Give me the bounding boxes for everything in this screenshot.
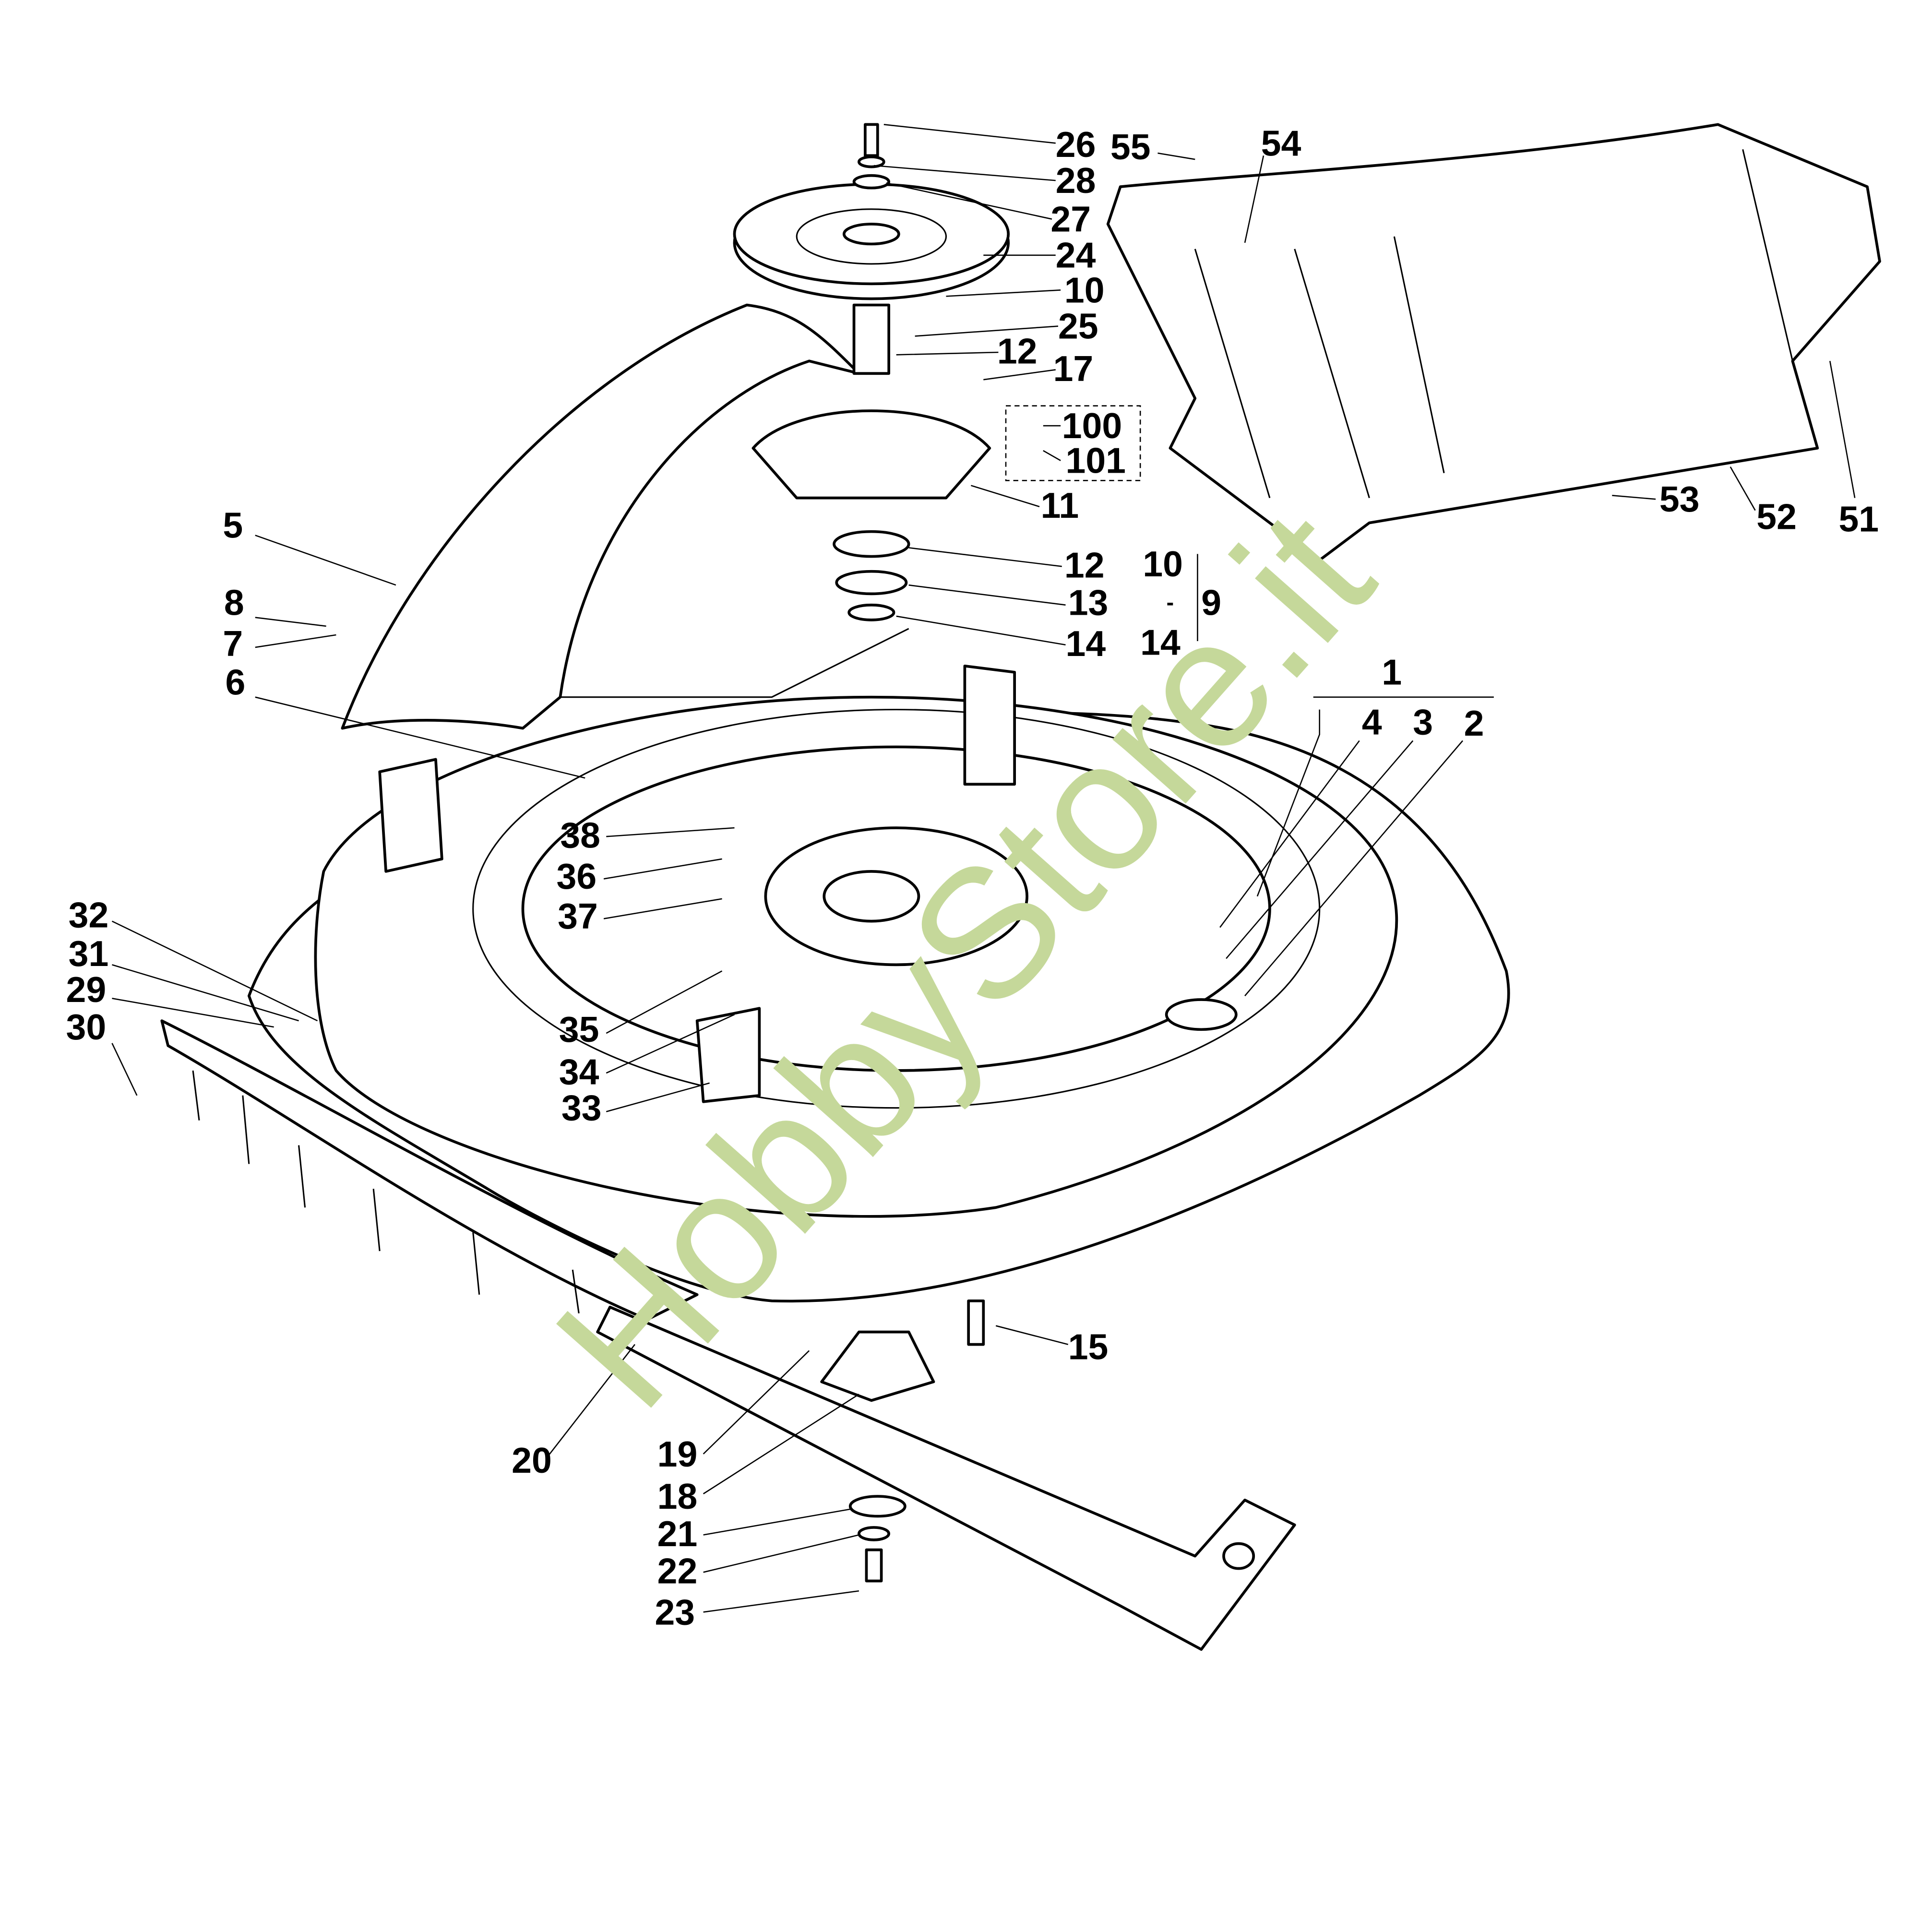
label-7: 7 bbox=[223, 623, 243, 664]
label-13: 13 bbox=[1068, 582, 1109, 622]
label-5: 5 bbox=[223, 505, 243, 546]
label-24: 24 bbox=[1056, 235, 1096, 275]
label-18: 18 bbox=[657, 1476, 698, 1516]
label-54: 54 bbox=[1261, 123, 1301, 163]
label-25: 25 bbox=[1058, 306, 1098, 346]
label-20: 20 bbox=[512, 1440, 552, 1480]
label-15: 15 bbox=[1068, 1327, 1109, 1367]
mower-deck bbox=[247, 664, 1510, 1303]
label-6: 6 bbox=[226, 662, 246, 702]
label-101: 101 bbox=[1066, 441, 1126, 481]
label-12b: 12 bbox=[1064, 545, 1105, 585]
label-17: 17 bbox=[1053, 348, 1094, 389]
label-27: 27 bbox=[1050, 199, 1091, 239]
pulley-spindle bbox=[733, 123, 1141, 621]
label-3: 3 bbox=[1413, 702, 1433, 742]
label-36: 36 bbox=[557, 856, 597, 896]
label-35: 35 bbox=[559, 1009, 599, 1049]
label-31: 31 bbox=[69, 933, 109, 974]
label-21: 21 bbox=[657, 1514, 698, 1554]
label-34: 34 bbox=[559, 1051, 599, 1092]
leader-lines bbox=[111, 124, 1856, 1613]
label-2: 2 bbox=[1464, 703, 1484, 743]
label-19: 19 bbox=[657, 1434, 698, 1474]
label-100: 100 bbox=[1062, 405, 1122, 446]
belt-cover bbox=[341, 303, 909, 730]
label-29: 29 bbox=[66, 969, 106, 1010]
label-52: 52 bbox=[1756, 496, 1797, 537]
label-55: 55 bbox=[1110, 127, 1151, 167]
label-14: 14 bbox=[1066, 623, 1106, 664]
label-11: 11 bbox=[1041, 485, 1079, 525]
label-51: 51 bbox=[1838, 499, 1879, 539]
label-22: 22 bbox=[657, 1551, 698, 1591]
label-4: 4 bbox=[1362, 702, 1382, 742]
label-33: 33 bbox=[561, 1088, 602, 1128]
label-26: 26 bbox=[1056, 124, 1096, 165]
label-30: 30 bbox=[66, 1007, 106, 1047]
blade bbox=[596, 1299, 1296, 1651]
label-10-group: 10 bbox=[1143, 544, 1183, 584]
part-labels: 26 55 54 28 27 24 10 25 12 17 100 101 11… bbox=[66, 123, 1879, 1632]
label-14-group: 14 bbox=[1140, 622, 1181, 662]
label-32: 32 bbox=[69, 895, 109, 935]
discharge-chute bbox=[1106, 123, 1881, 562]
label-8: 8 bbox=[224, 582, 244, 622]
label-10: 10 bbox=[1064, 270, 1105, 310]
label-53: 53 bbox=[1659, 479, 1700, 519]
label-28: 28 bbox=[1056, 160, 1096, 201]
label-38: 38 bbox=[560, 815, 600, 856]
label-37: 37 bbox=[558, 896, 598, 936]
deflector-skirt bbox=[160, 1019, 699, 1321]
label-9: 9 bbox=[1201, 582, 1221, 622]
label-range-dash: - bbox=[1167, 590, 1174, 615]
label-1: 1 bbox=[1382, 652, 1402, 692]
label-23: 23 bbox=[655, 1592, 695, 1632]
label-12: 12 bbox=[997, 331, 1038, 371]
